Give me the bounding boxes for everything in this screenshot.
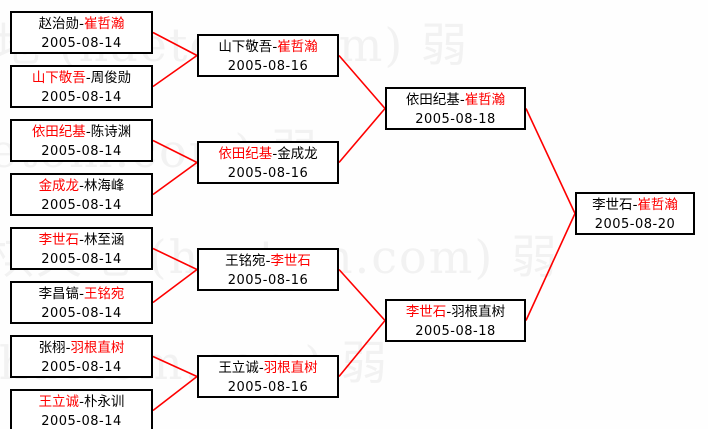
match-box[interactable]: 王立诚-羽根直树 2005-08-16 xyxy=(197,355,339,398)
match-box[interactable]: 金成龙-林海峰 2005-08-14 xyxy=(10,173,153,216)
match-date: 2005-08-16 xyxy=(227,380,309,395)
player-separator: - xyxy=(272,39,278,55)
player-winner: 李世石 xyxy=(38,232,80,248)
player-separator: - xyxy=(65,340,71,356)
player-loser: 李世石 xyxy=(592,197,633,213)
match-box[interactable]: 张栩-羽根直树 2005-08-14 xyxy=(10,335,153,378)
match-box[interactable]: 依田纪基-崔哲瀚 2005-08-18 xyxy=(385,87,526,130)
match-date: 2005-08-18 xyxy=(415,324,496,339)
match-box[interactable]: 王铭宛-李世石 2005-08-16 xyxy=(197,248,339,291)
player-loser: 山下敬吾 xyxy=(218,39,273,55)
match-box[interactable]: 李世石-羽根直树 2005-08-18 xyxy=(385,299,526,342)
match-box[interactable]: 李世石-崔哲瀚 2005-08-20 xyxy=(575,192,695,235)
player-winner: 依田纪基 xyxy=(31,124,86,140)
match-players: 张栩-羽根直树 xyxy=(16,339,147,358)
match-date: 2005-08-14 xyxy=(41,414,122,429)
match-players: 李世石-林至涵 xyxy=(16,231,147,250)
player-separator: - xyxy=(459,92,465,108)
player-loser: 周俊勋 xyxy=(90,70,132,86)
player-loser: 林海峰 xyxy=(83,178,125,194)
player-separator: - xyxy=(632,197,638,213)
player-separator: - xyxy=(79,394,84,410)
match-date: 2005-08-20 xyxy=(594,217,676,232)
player-separator: - xyxy=(85,124,91,140)
match-box[interactable]: 依田纪基-陈诗渊 2005-08-14 xyxy=(10,119,153,162)
match-players: 王铭宛-李世石 xyxy=(203,252,333,271)
player-winner: 羽根直树 xyxy=(263,360,318,376)
match-date: 2005-08-14 xyxy=(41,90,122,105)
match-date: 2005-08-14 xyxy=(41,252,122,267)
player-separator: - xyxy=(446,304,452,320)
match-box[interactable]: 赵治勋-崔哲瀚 2005-08-14 xyxy=(10,11,153,54)
player-winner: 崔哲瀚 xyxy=(277,39,318,55)
player-winner: 李世石 xyxy=(270,253,311,269)
player-loser: 王铭宛 xyxy=(225,253,266,269)
match-players: 山下敬吾-崔哲瀚 xyxy=(203,38,333,57)
match-date: 2005-08-14 xyxy=(41,36,122,51)
player-winner: 崔哲瀚 xyxy=(83,16,125,32)
match-box[interactable]: 李昌镐-王铭宛 2005-08-14 xyxy=(10,281,153,324)
match-players: 山下敬吾-周俊勋 xyxy=(16,69,147,88)
player-loser: 赵治勋 xyxy=(38,16,80,32)
match-date: 2005-08-16 xyxy=(227,59,309,74)
player-loser: 依田纪基 xyxy=(405,92,460,108)
match-box[interactable]: 山下敬吾-周俊勋 2005-08-14 xyxy=(10,65,153,108)
match-date: 2005-08-18 xyxy=(415,112,496,127)
player-winner: 依田纪基 xyxy=(218,146,273,162)
player-loser: 李昌镐 xyxy=(38,286,80,302)
player-separator: - xyxy=(79,286,84,302)
player-winner: 崔哲瀚 xyxy=(637,197,678,213)
match-players: 李世石-羽根直树 xyxy=(391,303,520,322)
player-winner: 羽根直树 xyxy=(70,340,125,356)
player-separator: - xyxy=(258,360,264,376)
match-players: 李世石-崔哲瀚 xyxy=(581,196,689,215)
match-players: 依田纪基-金成龙 xyxy=(203,145,333,164)
match-box[interactable]: 李世石-林至涵 2005-08-14 xyxy=(10,227,153,270)
player-loser: 张栩 xyxy=(38,340,66,356)
match-players: 依田纪基-崔哲瀚 xyxy=(391,91,520,110)
player-separator: - xyxy=(79,232,84,248)
player-loser: 朴永训 xyxy=(83,394,125,410)
match-players: 金成龙-林海峰 xyxy=(16,177,147,196)
player-winner: 山下敬吾 xyxy=(31,70,86,86)
match-date: 2005-08-14 xyxy=(41,198,122,213)
player-separator: - xyxy=(272,146,278,162)
match-date: 2005-08-16 xyxy=(227,166,309,181)
match-players: 依田纪基-陈诗渊 xyxy=(16,123,147,142)
player-loser: 林至涵 xyxy=(83,232,125,248)
player-winner: 王立诚 xyxy=(38,394,80,410)
match-players: 王立诚-羽根直树 xyxy=(203,359,333,378)
player-winner: 崔哲瀚 xyxy=(464,92,506,108)
match-box[interactable]: 依田纪基-金成龙 2005-08-16 xyxy=(197,141,339,184)
player-separator: - xyxy=(79,16,84,32)
match-players: 李昌镐-王铭宛 xyxy=(16,285,147,304)
match-players: 赵治勋-崔哲瀚 xyxy=(16,15,147,34)
player-separator: - xyxy=(79,178,84,194)
player-winner: 金成龙 xyxy=(38,178,80,194)
player-loser: 陈诗渊 xyxy=(90,124,132,140)
match-date: 2005-08-14 xyxy=(41,144,122,159)
match-players: 王立诚-朴永训 xyxy=(16,393,147,412)
match-box[interactable]: 山下敬吾-崔哲瀚 2005-08-16 xyxy=(197,34,339,77)
match-date: 2005-08-14 xyxy=(41,306,122,321)
player-winner: 王铭宛 xyxy=(83,286,125,302)
match-date: 2005-08-16 xyxy=(227,273,309,288)
player-separator: - xyxy=(265,253,271,269)
player-loser: 王立诚 xyxy=(218,360,259,376)
player-winner: 李世石 xyxy=(405,304,447,320)
match-date: 2005-08-14 xyxy=(41,360,122,375)
player-loser: 金成龙 xyxy=(277,146,318,162)
player-separator: - xyxy=(85,70,91,86)
player-loser: 羽根直树 xyxy=(451,304,506,320)
match-box[interactable]: 王立诚-朴永训 2005-08-14 xyxy=(10,389,153,429)
